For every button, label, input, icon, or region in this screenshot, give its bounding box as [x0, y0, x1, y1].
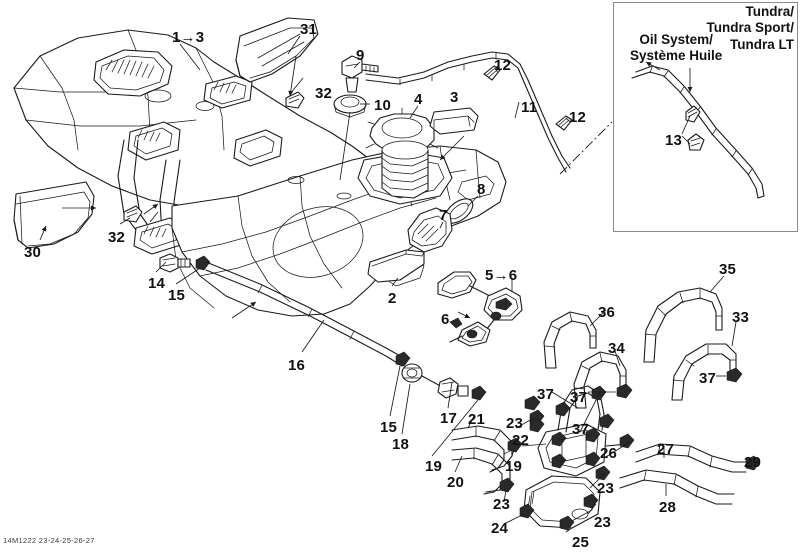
callout-4: 4: [414, 91, 423, 108]
callout-10: 10: [374, 97, 392, 114]
callout-37: 37: [537, 386, 555, 403]
part-17-fitting: [421, 375, 469, 399]
diagram-footer-code: 14M1222 23-24-25-26-27: [3, 536, 95, 545]
callout-19: 19: [425, 458, 443, 475]
callout-34: 34: [608, 340, 626, 357]
part-11-line: [365, 51, 571, 173]
part-3-block: [429, 107, 479, 135]
callout-37: 37: [699, 370, 717, 387]
part-19-clamp-b: [507, 437, 523, 453]
part-37-clamp-c: [726, 367, 743, 383]
callout-2: 2: [388, 290, 397, 307]
part-27-hose: [635, 443, 749, 473]
callout-5-6: 5→6: [485, 267, 518, 284]
oil-manifold-assembly: [499, 385, 635, 531]
callout-19: 19: [505, 458, 523, 475]
callout-14: 14: [148, 275, 166, 292]
tank-bracket: [233, 129, 283, 167]
tank-bracket: [127, 121, 181, 161]
part-15-clamp-b: [395, 351, 411, 367]
callout-18: 18: [392, 436, 410, 453]
callout-23: 23: [493, 496, 511, 513]
part-12-fitting-a: [483, 65, 501, 81]
callout-22: 22: [512, 432, 530, 449]
part-18-nut: [401, 363, 423, 383]
callout-35: 35: [719, 261, 737, 278]
callout-29: 29: [744, 454, 762, 471]
callout-17: 17: [440, 410, 458, 427]
callout-23: 23: [594, 514, 612, 531]
part-5-6-pump: [437, 271, 523, 347]
callout-25: 25: [572, 534, 590, 551]
part-32-fastener-a: [285, 91, 305, 109]
callout-31: 31: [300, 21, 318, 38]
callout-1-3: 1→3: [172, 29, 205, 46]
part-7-cover: [407, 207, 453, 253]
callout-32: 32: [108, 229, 126, 246]
callout-20: 20: [447, 474, 465, 491]
callout-36: 36: [598, 304, 616, 321]
callout-7: 7: [439, 207, 448, 224]
part-15-clamp-a: [195, 255, 211, 271]
callout-26: 26: [600, 445, 618, 462]
callout-37: 37: [570, 389, 588, 406]
callout-28: 28: [659, 499, 677, 516]
callout-24: 24: [491, 520, 509, 537]
part-30-panel: [13, 181, 95, 249]
part-23-clamps: [529, 417, 545, 433]
callout-12: 12: [494, 57, 512, 74]
callout-12: 12: [569, 109, 587, 126]
callout-21: 21: [468, 411, 486, 428]
inset-section-title: Oil System/ Système Huile: [630, 32, 723, 64]
part-29-clamp: [745, 455, 761, 471]
callout-6: 6: [441, 311, 450, 328]
part-31-cover: [235, 17, 319, 83]
callout-23: 23: [597, 480, 615, 497]
fuel-filler-neck: [381, 140, 429, 199]
inset-leader: [559, 121, 613, 175]
callout-23: 23: [506, 415, 524, 432]
callout-33: 33: [732, 309, 750, 326]
part-19-clamp-a: [471, 385, 487, 401]
part-16-hose: [205, 261, 405, 367]
inset-panel-border: [613, 2, 798, 232]
inset-model-title: Tundra/ Tundra Sport/ Tundra LT: [706, 4, 795, 52]
callout-37: 37: [572, 421, 590, 438]
callout-3: 3: [450, 89, 459, 106]
callout-15: 15: [168, 287, 186, 304]
callout-9: 9: [356, 47, 365, 64]
part-36-hose: [543, 311, 597, 369]
part-28-hose: [619, 469, 735, 505]
inset-oil-system: [631, 65, 765, 199]
tank-bracket: [203, 75, 253, 109]
callout-11: 11: [521, 99, 538, 116]
callout-16: 16: [288, 357, 306, 374]
part-37-clamp-b: [524, 395, 541, 411]
part-2-panel: [367, 249, 425, 283]
part-35-hose: [643, 287, 723, 363]
part-32-fastener-b: [123, 205, 143, 223]
fuel-tank-assembly: [13, 29, 369, 255]
callout-15: 15: [380, 419, 398, 436]
callout-27: 27: [657, 441, 675, 458]
inset-callout-13: 13: [665, 132, 683, 149]
part-37-clamp-a: [616, 383, 633, 399]
part-9-valve: [341, 55, 379, 93]
callout-30: 30: [24, 244, 42, 261]
callout-8: 8: [477, 181, 486, 198]
callout-32: 32: [315, 85, 333, 102]
